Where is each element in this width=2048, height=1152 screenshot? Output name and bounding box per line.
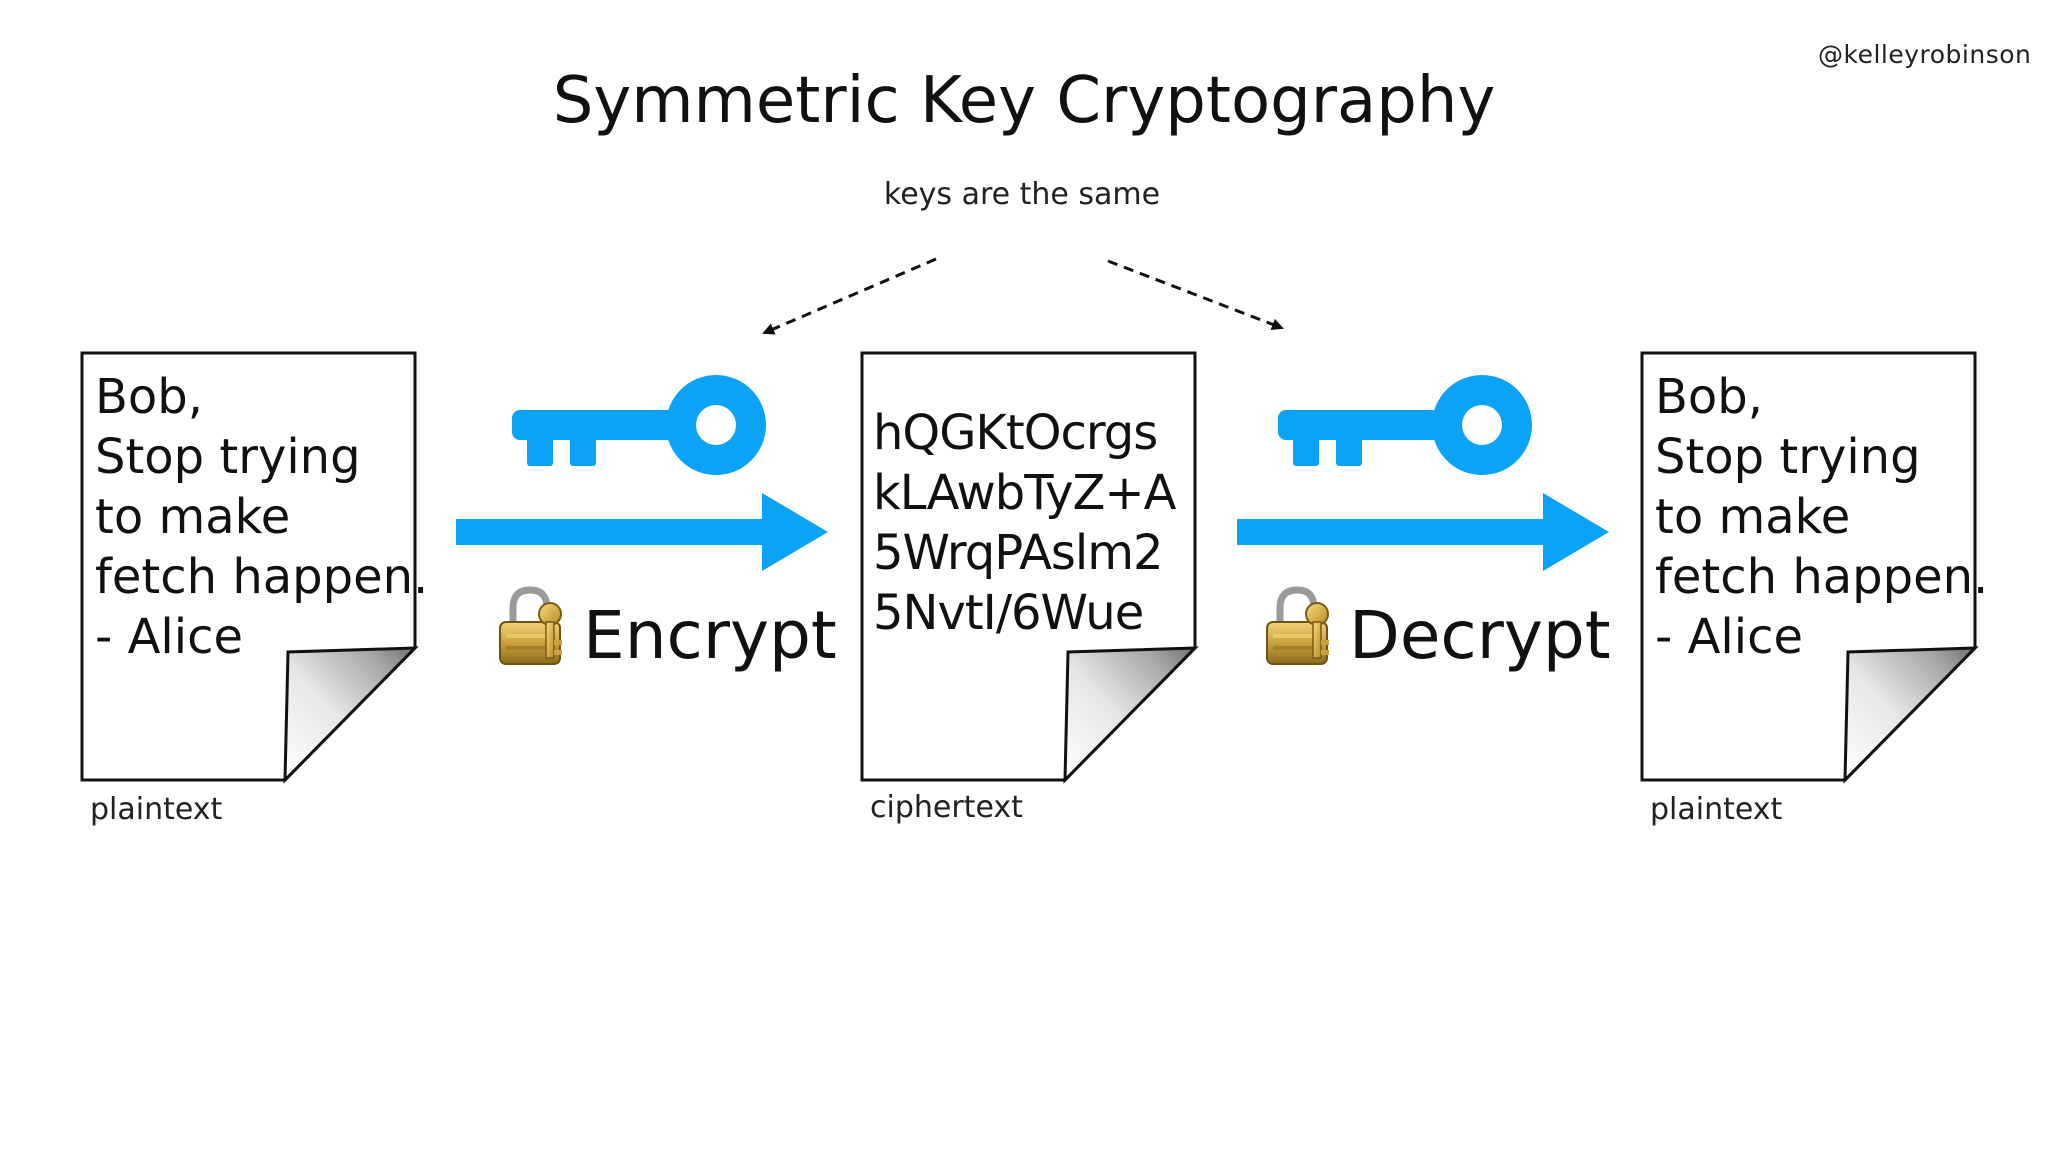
text-line: to make xyxy=(1655,489,1851,545)
text-line: 5NvtI/6Wue xyxy=(873,585,1144,641)
plaintext-right-text: Bob, Stop trying to make fetch happen. -… xyxy=(1655,367,1988,667)
ciphertext-text: hQGKtOcrgs kLAwbTyZ+A 5WrqPAslm2 5NvtI/6… xyxy=(873,403,1176,643)
text-line: Stop trying xyxy=(1655,429,1921,485)
decrypt-key-icon xyxy=(1278,375,1532,475)
text-line: Stop trying xyxy=(95,429,361,485)
ciphertext-caption: ciphertext xyxy=(870,790,1023,825)
ciphertext-document xyxy=(860,351,1199,784)
author-handle: @kelleyrobinson xyxy=(1818,40,2032,69)
text-line: to make xyxy=(95,489,291,545)
text-line: hQGKtOcrgs xyxy=(873,405,1158,461)
text-line: kLAwbTyZ+A xyxy=(873,465,1176,521)
text-line: - Alice xyxy=(95,609,244,665)
dashed-arrow-left xyxy=(762,257,937,335)
decrypt-lock-key-icon xyxy=(1266,586,1329,665)
dashed-arrow-right xyxy=(1107,259,1284,331)
text-line: Bob, xyxy=(1655,369,1764,425)
plaintext-right-caption: plaintext xyxy=(1650,792,1783,827)
plaintext-document-left xyxy=(80,351,419,784)
encrypt-lock-key-icon xyxy=(499,586,562,665)
text-line: - Alice xyxy=(1655,609,1804,665)
plaintext-left-text: Bob, Stop trying to make fetch happen. -… xyxy=(95,367,428,667)
encrypt-label: Encrypt xyxy=(583,597,837,674)
text-line: fetch happen. xyxy=(1655,549,1989,605)
keys-same-label: keys are the same xyxy=(883,177,1161,212)
encrypt-key-icon xyxy=(512,375,766,475)
plaintext-document-right xyxy=(1640,351,1979,784)
encrypt-arrow xyxy=(456,493,828,571)
plaintext-left-caption: plaintext xyxy=(90,792,223,827)
slide-title: Symmetric Key Cryptography xyxy=(552,64,1496,138)
text-line: Bob, xyxy=(95,369,204,425)
decrypt-label: Decrypt xyxy=(1349,597,1611,674)
decrypt-arrow xyxy=(1237,493,1609,571)
text-line: fetch happen. xyxy=(95,549,429,605)
text-line: 5WrqPAslm2 xyxy=(873,525,1164,581)
